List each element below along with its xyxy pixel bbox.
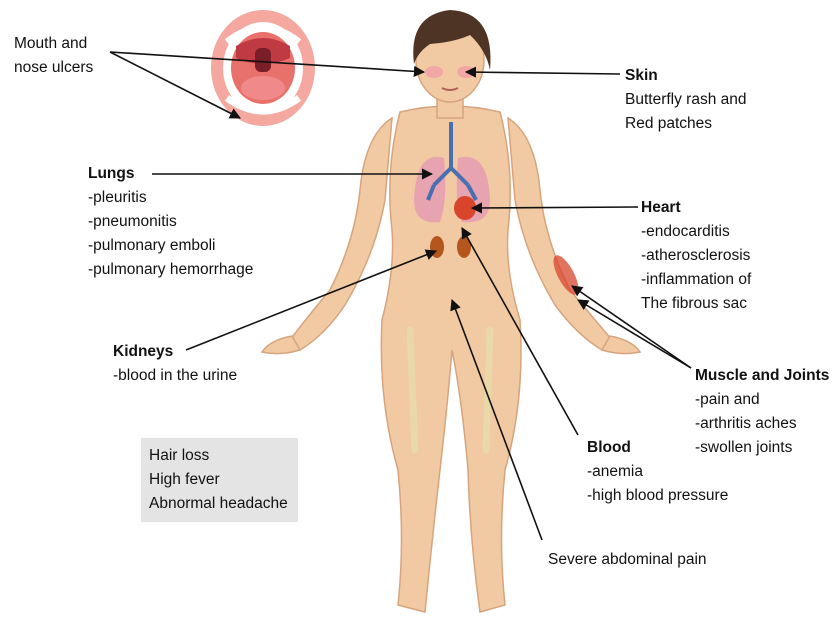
blood-label: Blood -anemia -high blood pressure	[587, 436, 728, 508]
abdomen-line: Severe abdominal pain	[548, 548, 707, 572]
general-line: High fever	[149, 468, 288, 492]
heart-line: -endocarditis	[641, 220, 751, 244]
lungs-label: Lungs -pleuritis -pneumonitis -pulmonary…	[88, 162, 253, 282]
female-body	[262, 18, 640, 612]
general-symptoms-box: Hair loss High fever Abnormal headache	[141, 438, 298, 522]
lungs-line: -pulmonary hemorrhage	[88, 258, 253, 282]
heart-label: Heart -endocarditis -atherosclerosis -in…	[641, 196, 751, 316]
lungs-line: -pulmonary emboli	[88, 234, 253, 258]
muscle-title: Muscle and Joints	[695, 364, 829, 388]
heart-line: The fibrous sac	[641, 292, 751, 316]
muscle-line: -pain and	[695, 388, 829, 412]
heart-line: -inflammation of	[641, 268, 751, 292]
kidneys-line: -blood in the urine	[113, 364, 237, 388]
muscle-line: -arthritis aches	[695, 412, 829, 436]
kidneys-title: Kidneys	[113, 340, 237, 364]
lungs-line: -pleuritis	[88, 186, 253, 210]
kidneys-label: Kidneys -blood in the urine	[113, 340, 237, 388]
mouth-label: Mouth and nose ulcers	[14, 32, 93, 80]
general-line: Hair loss	[149, 444, 288, 468]
mouth-line: Mouth and	[14, 32, 93, 56]
lungs-line: -pneumonitis	[88, 210, 253, 234]
general-line: Abnormal headache	[149, 492, 288, 516]
mouth-line: nose ulcers	[14, 56, 93, 80]
skin-line: Butterfly rash and	[625, 88, 746, 112]
skin-label: Skin Butterfly rash and Red patches	[625, 64, 746, 136]
cheek-rash	[425, 66, 443, 78]
skin-line: Red patches	[625, 112, 746, 136]
kidney-organ	[430, 236, 444, 258]
blood-line: -anemia	[587, 460, 728, 484]
blood-title: Blood	[587, 436, 728, 460]
lungs-title: Lungs	[88, 162, 253, 186]
heart-title: Heart	[641, 196, 751, 220]
heart-line: -atherosclerosis	[641, 244, 751, 268]
skin-title: Skin	[625, 64, 746, 88]
abdomen-label: Severe abdominal pain	[548, 548, 707, 572]
blood-line: -high blood pressure	[587, 484, 728, 508]
open-mouth-icon	[211, 10, 315, 126]
